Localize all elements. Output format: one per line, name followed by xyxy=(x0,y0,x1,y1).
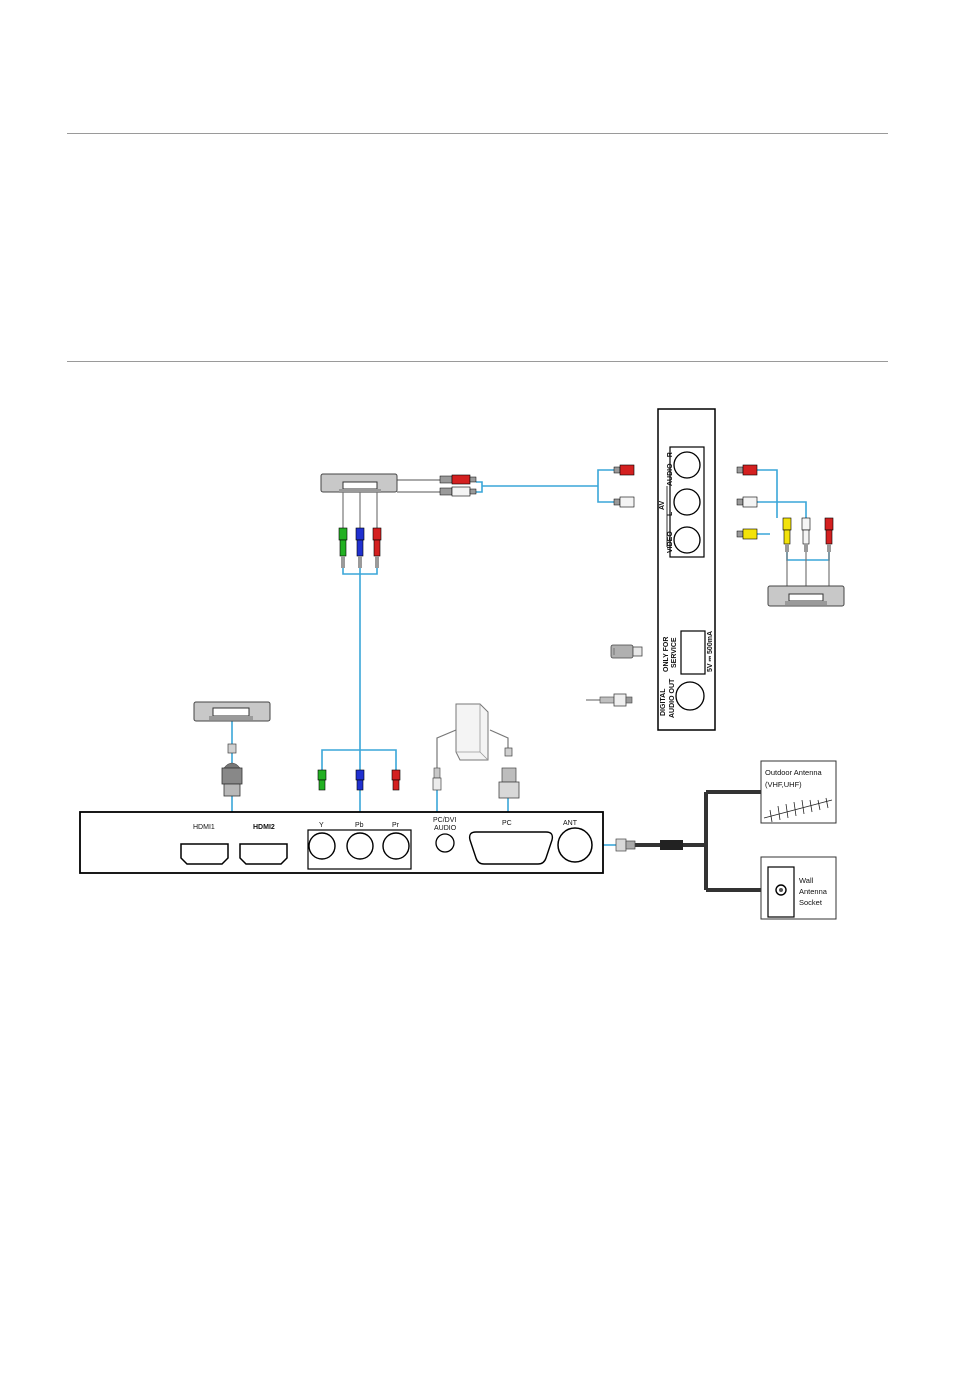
av-video-device xyxy=(767,585,845,607)
outdoor-antenna-label-1: Outdoor Antenna xyxy=(765,768,823,777)
video-label: VIDEO xyxy=(667,531,674,553)
pc-tower-icon xyxy=(455,703,489,761)
wall-label-2: Antenna xyxy=(799,887,828,896)
tv-rear-panel: HDMI1 HDMI2 Y Pb Pr PC/DVI AUDIO PC ANT xyxy=(79,811,604,874)
cable-av-right xyxy=(757,469,807,535)
ant-label: ANT xyxy=(563,820,578,827)
pb-jack[interactable] xyxy=(346,832,374,860)
cable-component-legs xyxy=(342,568,378,575)
pr-jack[interactable] xyxy=(382,832,410,860)
av-label: AV xyxy=(659,500,666,510)
digital-audio-out-jack[interactable] xyxy=(675,681,705,711)
ant-plug xyxy=(615,838,636,852)
wall-antenna-socket-box: Wall Antenna Socket xyxy=(760,856,837,920)
pr-label: Pr xyxy=(392,822,400,829)
ant-jack[interactable] xyxy=(557,827,593,863)
pb-label: Pb xyxy=(355,822,364,829)
pc-audio-plug xyxy=(432,767,442,791)
audio-l-jack[interactable] xyxy=(673,488,701,516)
audio-l-label: L - xyxy=(667,507,674,516)
cable-av-fork xyxy=(597,469,614,503)
cable-av-right-down xyxy=(786,552,830,561)
hdmi2-port[interactable] xyxy=(239,843,288,865)
hdmi-dvd-player xyxy=(193,701,271,797)
digital-audio-label-1: DIGITAL xyxy=(660,688,667,716)
video-jack[interactable] xyxy=(673,526,701,554)
optical-plug-icon xyxy=(599,693,633,707)
hdmi1-label: HDMI1 xyxy=(193,824,215,831)
pc-dvi-audio-label-2: AUDIO xyxy=(434,825,457,832)
component-plugs-bottom xyxy=(317,769,401,791)
cable-component-bottom-fork xyxy=(321,749,397,770)
antenna-cable xyxy=(635,790,776,892)
middle-divider xyxy=(67,361,888,362)
outdoor-antenna-label-2: (VHF,UHF) xyxy=(765,780,802,789)
top-divider xyxy=(67,133,888,134)
audio-r-jack[interactable] xyxy=(673,451,701,479)
antenna-cable-ferrite xyxy=(660,840,683,850)
vga-plug xyxy=(498,747,520,799)
usb-rating-label: 5V ⎓ 500mA xyxy=(707,631,714,672)
wall-label-1: Wall xyxy=(799,876,814,885)
service-label-1: ONLY FOR xyxy=(663,637,670,672)
cable-dvd-audio-to-av xyxy=(476,481,598,493)
y-jack[interactable] xyxy=(308,832,336,860)
av-input-plugs xyxy=(613,464,635,508)
y-label: Y xyxy=(319,822,324,829)
av-plugs-right xyxy=(736,464,834,552)
usb-stick-icon xyxy=(610,644,643,659)
digital-audio-label-2: AUDIO OUT xyxy=(669,678,676,718)
pc-dvi-audio-label-1: PC/DVI xyxy=(433,817,456,824)
pc-label: PC xyxy=(502,820,512,827)
hdmi2-label: HDMI2 xyxy=(253,824,275,831)
pc-vga-port[interactable] xyxy=(468,831,554,865)
service-label-2: SERVICE xyxy=(671,637,678,668)
pc-dvi-audio-jack[interactable] xyxy=(435,833,455,853)
audio-r-label: AUDIO - R xyxy=(667,452,674,486)
component-dvd-player xyxy=(320,473,477,568)
gray-cables xyxy=(397,479,830,768)
tv-side-panel: AV AUDIO - R L - VIDEO ONLY FOR SERVICE … xyxy=(657,408,716,731)
wall-label-3: Socket xyxy=(799,898,823,907)
usb-service-port[interactable] xyxy=(680,630,706,675)
outdoor-antenna-box: Outdoor Antenna (VHF,UHF) xyxy=(760,760,837,824)
hdmi1-port[interactable] xyxy=(180,843,229,865)
antenna-icon xyxy=(763,797,833,823)
